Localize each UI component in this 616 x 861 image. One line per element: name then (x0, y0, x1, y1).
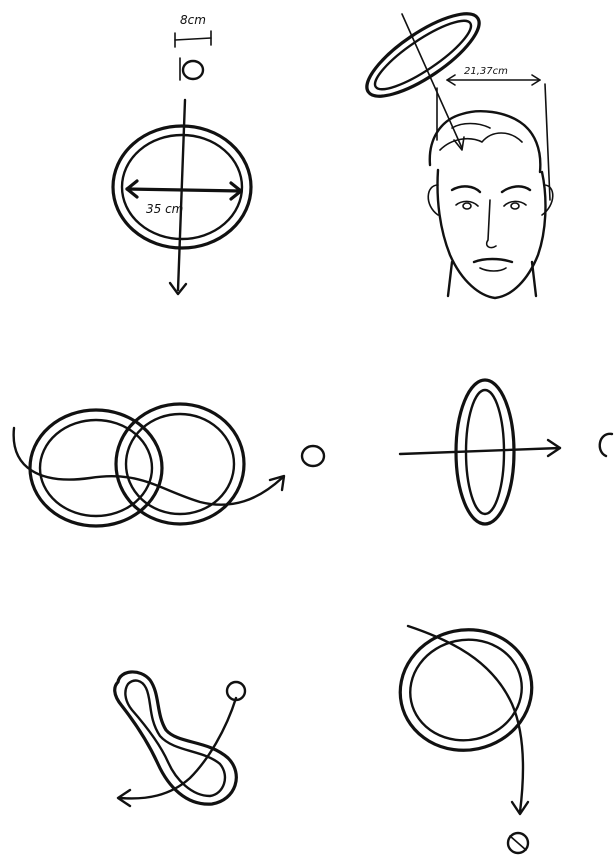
tilted-hoop-ring (389, 618, 543, 763)
head-width-dimension: 21,37cm (437, 66, 550, 200)
edge-hoop-ball-icon (600, 434, 612, 456)
panel-double-hoop (14, 404, 324, 526)
halo-arrow (402, 14, 464, 150)
panel-hoop-with-ball: 8cm 35 cm (113, 13, 251, 294)
ball-icon (180, 58, 203, 80)
vertical-trajectory-arrow (170, 100, 186, 294)
panel-edge-hoop (400, 380, 612, 524)
halo-ring (356, 0, 490, 110)
ball-diameter-label: 8cm (180, 13, 206, 27)
right-hoop-ring (116, 404, 244, 524)
hoop-diameter-arrow: 35 cm (127, 181, 241, 216)
ball-dimension: 8cm (175, 13, 211, 47)
hoop-diameter-label: 35 cm (146, 202, 183, 216)
head-drawing (428, 111, 553, 298)
panel-halo-over-head: 21,37cm (356, 0, 553, 298)
panel-tilted-hoop (389, 618, 543, 853)
panel-twisted-hoop (115, 672, 245, 806)
edge-hoop-trajectory-arrow (400, 440, 560, 456)
head-width-label: 21,37cm (464, 66, 508, 77)
tilted-hoop-ball-icon (508, 833, 528, 853)
double-hoop-ball-icon (302, 446, 324, 466)
